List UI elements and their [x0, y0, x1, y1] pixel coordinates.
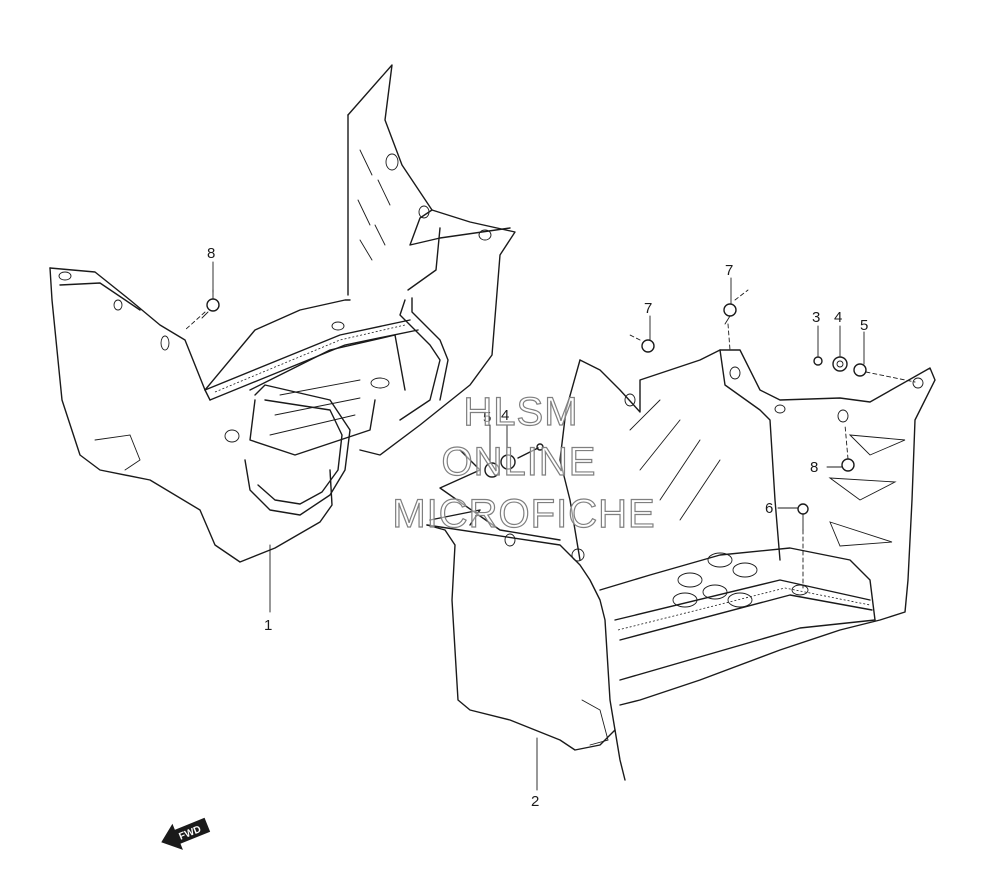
callout-8-left: 8 — [207, 245, 215, 262]
callout-5-right: 5 — [860, 317, 868, 334]
callout-3: 3 — [812, 309, 820, 326]
screw-3-left — [517, 443, 544, 459]
callout-4-left: 4 — [501, 407, 509, 424]
clip-7-top — [723, 289, 749, 351]
bolt-8-right — [841, 424, 855, 472]
fasteners — [184, 289, 916, 589]
washer-4-left — [500, 454, 516, 470]
callout-7-mid: 7 — [644, 300, 652, 317]
nut-5-right — [853, 363, 916, 383]
clip-7-mid — [627, 333, 655, 353]
screw-3-right — [813, 356, 823, 366]
callout-2: 2 — [531, 793, 539, 810]
leader-lines — [212, 261, 865, 791]
callout-4-right: 4 — [834, 309, 842, 326]
nut-5-left — [484, 462, 500, 478]
watermark-line-2: ONLINE — [442, 440, 597, 484]
watermark-line-3: MICROFICHE — [392, 492, 655, 536]
bolt-6 — [797, 503, 809, 589]
fwd-arrow-icon: FWD — [161, 817, 211, 850]
washer-4-right — [832, 356, 848, 372]
callouts: 1 2 3 4 5 6 7 7 8 8 5 4 — [207, 245, 868, 810]
callout-7-top: 7 — [725, 262, 733, 279]
callout-5-left: 5 — [483, 409, 491, 426]
watermark: HLSM ONLINE MICROFICHE — [392, 389, 656, 536]
callout-6: 6 — [765, 500, 773, 517]
part-2-right-footboard — [426, 349, 936, 781]
part-1-left-footboard — [49, 64, 516, 563]
callout-1: 1 — [264, 617, 272, 634]
fwd-label: FWD — [178, 824, 203, 843]
watermark-line-1: HLSM — [463, 390, 578, 434]
callout-8-right: 8 — [810, 459, 818, 476]
bolt-8-left — [184, 289, 220, 331]
